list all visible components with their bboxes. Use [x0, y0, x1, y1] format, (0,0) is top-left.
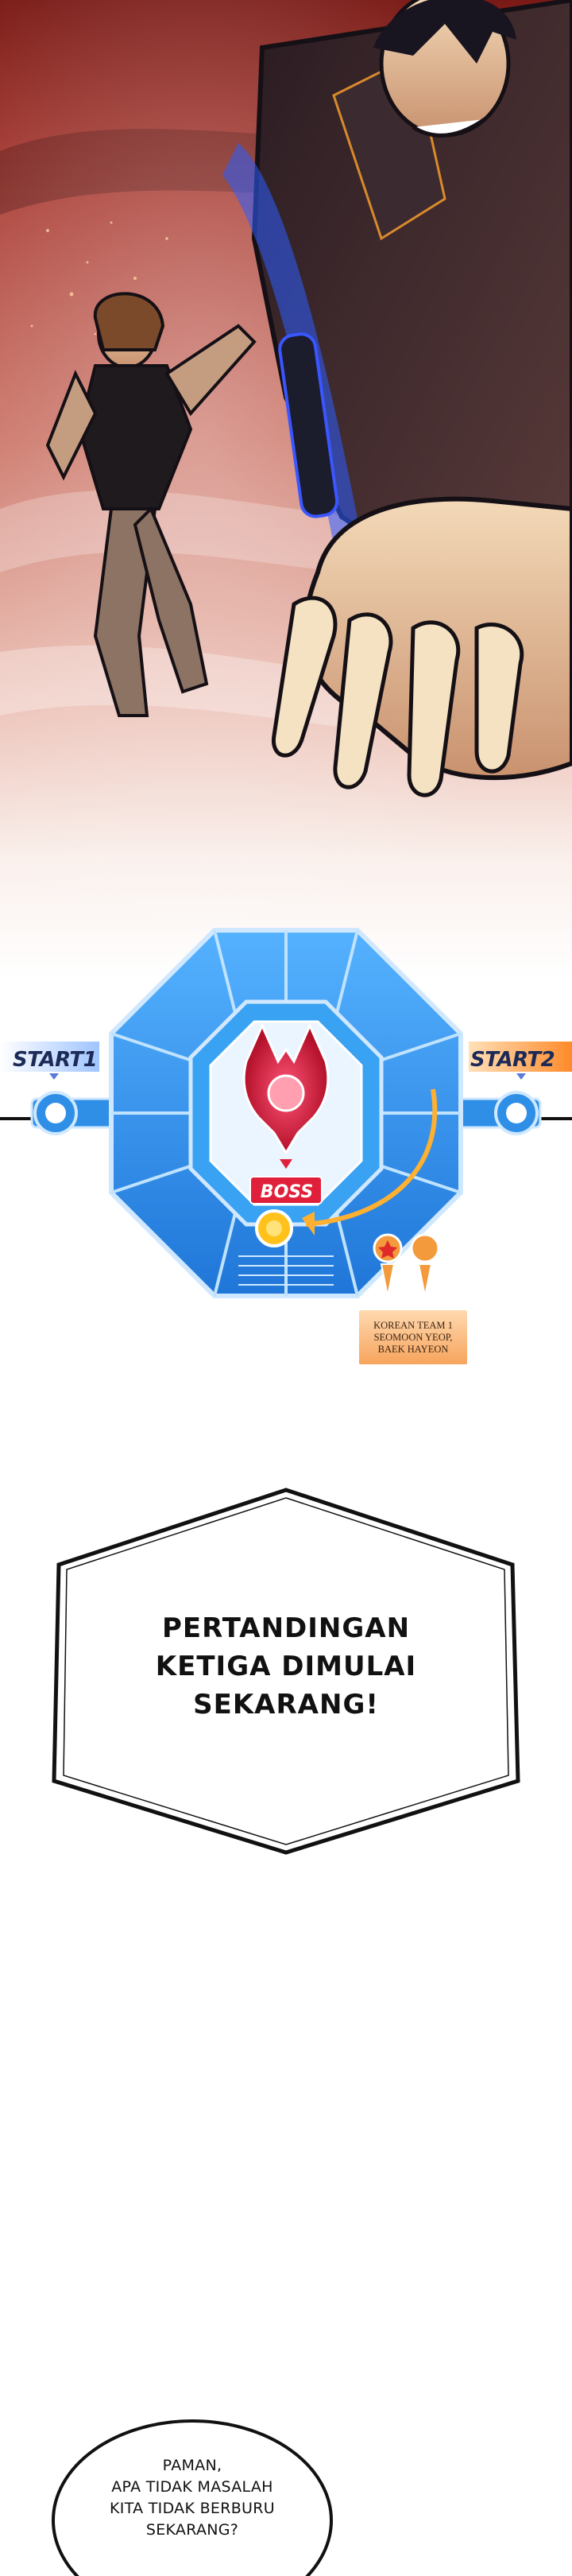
running-woman [45, 292, 257, 717]
start1-label: START1 [13, 1048, 98, 1072]
speech-line-4: SEKARANG? [145, 2521, 239, 2539]
start1-banner [0, 1042, 99, 1072]
boss-label: BOSS [260, 1182, 314, 1202]
narration-text: PERTANDINGAN KETIGA DIMULAI SEKARANG! [48, 1609, 524, 1724]
narration-line-3: SEKARANG! [193, 1689, 379, 1721]
start2-label: START2 [470, 1048, 555, 1072]
team-line-3: BAEK HAYEON [377, 1343, 449, 1355]
speech-line-2: APA TIDAK MASALAH [111, 2478, 273, 2496]
narration-line-1: PERTANDINGAN [161, 1612, 411, 1644]
speech-line-3: KITA TIDAK BERBURU [110, 2500, 275, 2517]
team-label-box: KOREAN TEAM 1 SEOMOON YEOP, BAEK HAYEON [359, 1310, 467, 1364]
narration-box: PERTANDINGAN KETIGA DIMULAI SEKARANG! [48, 1485, 524, 1859]
team-pins [373, 1233, 440, 1297]
dungeon-map [0, 922, 572, 1368]
start2-banner [469, 1042, 572, 1072]
narration-line-2: KETIGA DIMULAI [155, 1651, 417, 1682]
team-line-2: SEOMOON YEOP, [373, 1331, 453, 1343]
speech-line-1: PAMAN, [162, 2457, 222, 2474]
team-line-1: KOREAN TEAM 1 [373, 1319, 453, 1331]
boss-emblem [242, 1022, 330, 1169]
action-illustration-panel [0, 0, 572, 978]
speech-text: PAMAN, APA TIDAK MASALAH KITA TIDAK BERB… [49, 2455, 335, 2541]
illustration-art [0, 0, 572, 978]
speech-bubble: PAMAN, APA TIDAK MASALAH KITA TIDAK BERB… [49, 2417, 335, 2576]
